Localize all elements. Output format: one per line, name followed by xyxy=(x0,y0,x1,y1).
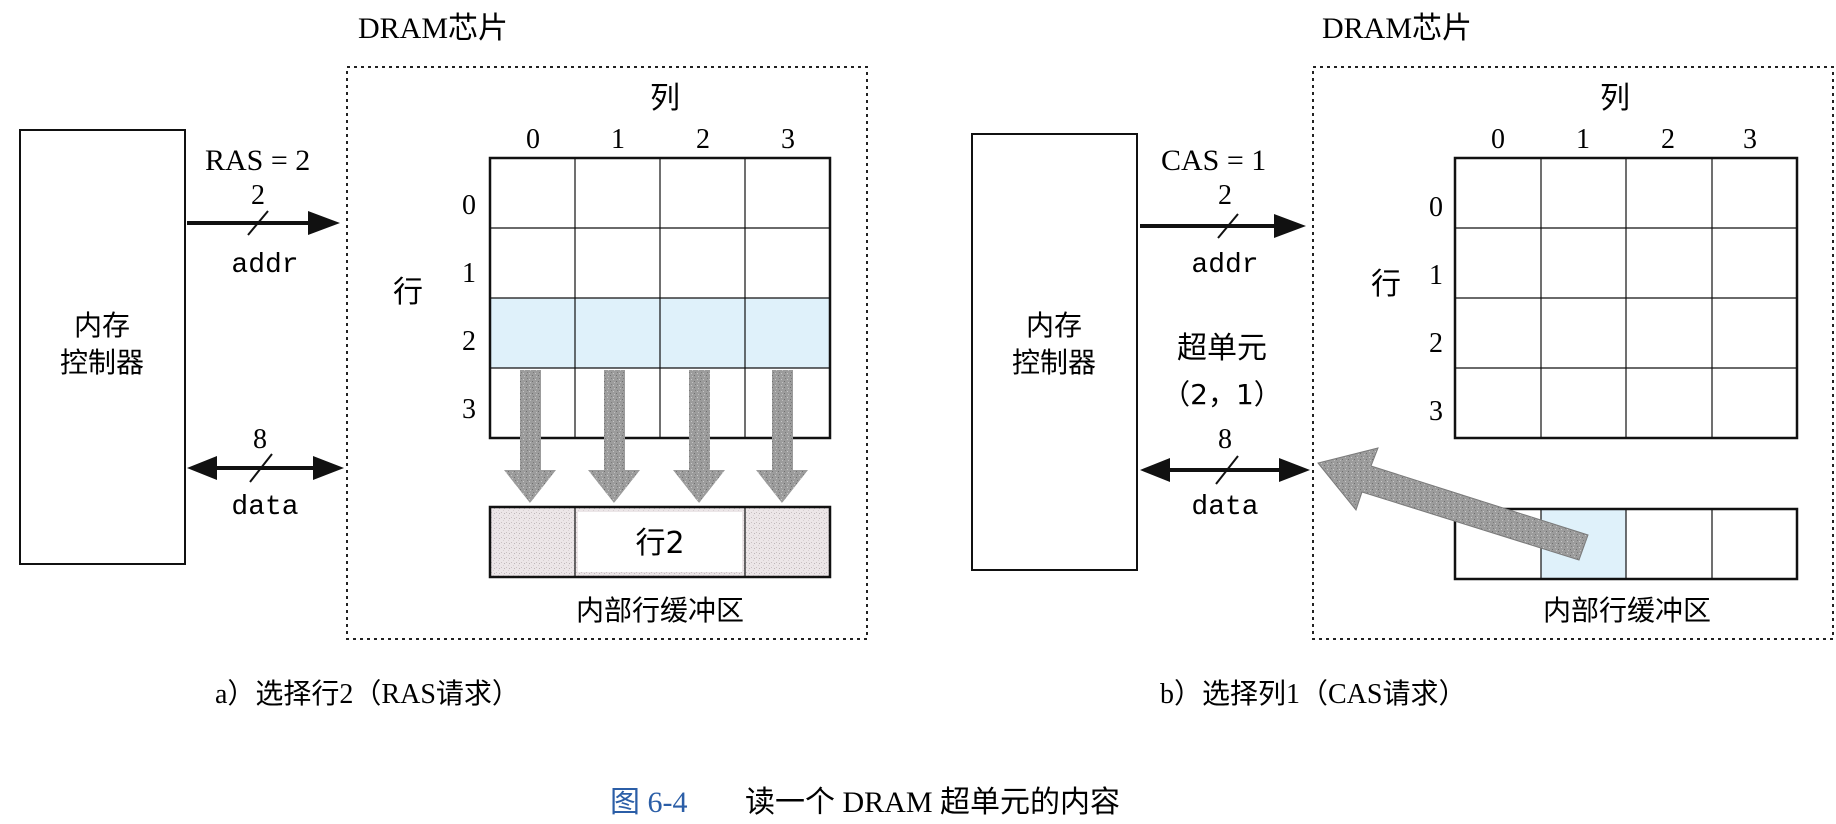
col-index-3: 3 xyxy=(1743,124,1757,155)
row-buffer-label-bg xyxy=(578,512,742,572)
down-arrow xyxy=(756,370,808,503)
addr-width-slash xyxy=(1217,213,1239,239)
col-index-1: 1 xyxy=(611,124,625,155)
row-index-2: 2 xyxy=(462,326,476,357)
col-index-1: 1 xyxy=(1576,124,1590,155)
col-index-0: 0 xyxy=(1491,124,1505,155)
supercell-array xyxy=(1453,156,1799,440)
col-index-0: 0 xyxy=(526,124,540,155)
data-arrow-right-head xyxy=(313,456,344,480)
row-index-1: 1 xyxy=(1429,260,1443,291)
supercell-transfer-arrow xyxy=(1317,447,1589,561)
figure-caption: 图 6-4 读一个 DRAM 超单元的内容 xyxy=(610,786,1120,819)
col-axis-label: 列 xyxy=(650,81,680,116)
data-name-label: data xyxy=(1191,492,1258,523)
dram-chip-boundary xyxy=(1312,66,1834,640)
row-buffer-label: 内部行缓冲区 xyxy=(1543,594,1711,627)
addr-name-label: addr xyxy=(1191,250,1258,281)
data-width-label: 8 xyxy=(253,424,267,455)
panel-b-caption: b）选择列1（CAS请求） xyxy=(1160,678,1466,710)
panel-a: DRAM芯片 内存 控制器 RAS = 2 2 addr 8 data 列 行 … xyxy=(19,12,868,710)
addr-arrow-head xyxy=(1274,214,1306,238)
row-buffer-content: 行2 xyxy=(635,526,684,561)
row-axis-label: 行 xyxy=(393,275,423,310)
down-arrow xyxy=(673,370,725,503)
col-index-labels: 0 1 2 3 xyxy=(526,124,795,155)
down-arrow xyxy=(588,370,640,503)
supercell-array xyxy=(488,156,832,440)
internal-row-buffer: 行2 xyxy=(488,505,832,579)
figure-title: 读一个 DRAM 超单元的内容 xyxy=(745,786,1120,819)
data-arrow-left-head xyxy=(1140,458,1170,482)
data-width-slash xyxy=(249,453,273,483)
row-index-0: 0 xyxy=(462,190,476,221)
figure-number: 图 6-4 xyxy=(610,786,688,819)
col-index-labels: 0 1 2 3 xyxy=(1491,124,1757,155)
row-index-labels: 0 1 2 3 xyxy=(1429,192,1443,427)
data-width-slash xyxy=(1215,455,1239,485)
data-width-label: 8 xyxy=(1218,424,1232,455)
dram-chip-boundary xyxy=(346,66,868,640)
addr-signal-label: RAS = 2 xyxy=(205,144,310,177)
row-index-labels: 0 1 2 3 xyxy=(462,190,476,425)
row-index-1: 1 xyxy=(462,258,476,289)
controller-label-line1: 内存 xyxy=(1026,309,1082,342)
col-index-2: 2 xyxy=(696,124,710,155)
row-index-2: 2 xyxy=(1429,328,1443,359)
memory-controller xyxy=(971,133,1138,571)
data-name-label: data xyxy=(231,492,298,523)
chip-label: DRAM芯片 xyxy=(1322,12,1472,45)
down-arrow xyxy=(504,370,556,503)
addr-width-label: 2 xyxy=(251,180,265,211)
row-index-0: 0 xyxy=(1429,192,1443,223)
supercell-label-line1: 超单元 xyxy=(1177,331,1267,366)
row-index-3: 3 xyxy=(462,394,476,425)
col-axis-label: 列 xyxy=(1600,81,1630,116)
panel-a-caption: a）选择行2（RAS请求） xyxy=(215,678,520,710)
controller-label-line2: 控制器 xyxy=(60,346,144,379)
data-arrow-right-head xyxy=(1279,458,1310,482)
addr-width-slash xyxy=(247,210,269,236)
row-buffer-label: 内部行缓冲区 xyxy=(576,594,744,627)
row-copy-arrows xyxy=(504,370,808,503)
addr-signal-label: CAS = 1 xyxy=(1161,144,1266,177)
addr-arrow-head xyxy=(308,211,340,235)
col-index-2: 2 xyxy=(1661,124,1675,155)
supercell-label-line2: （2，1） xyxy=(1162,378,1282,411)
col-index-3: 3 xyxy=(781,124,795,155)
controller-label-line2: 控制器 xyxy=(1012,346,1096,379)
memory-controller xyxy=(19,129,186,565)
addr-width-label: 2 xyxy=(1218,180,1232,211)
addr-name-label: addr xyxy=(231,250,298,281)
row-index-3: 3 xyxy=(1429,396,1443,427)
panel-b: DRAM芯片 内存 控制器 CAS = 1 2 addr 超单元 （2，1） 8… xyxy=(971,12,1834,710)
chip-label: DRAM芯片 xyxy=(358,12,508,45)
row-axis-label: 行 xyxy=(1371,267,1401,302)
data-arrow-left-head xyxy=(187,456,217,480)
controller-label-line1: 内存 xyxy=(74,309,130,342)
